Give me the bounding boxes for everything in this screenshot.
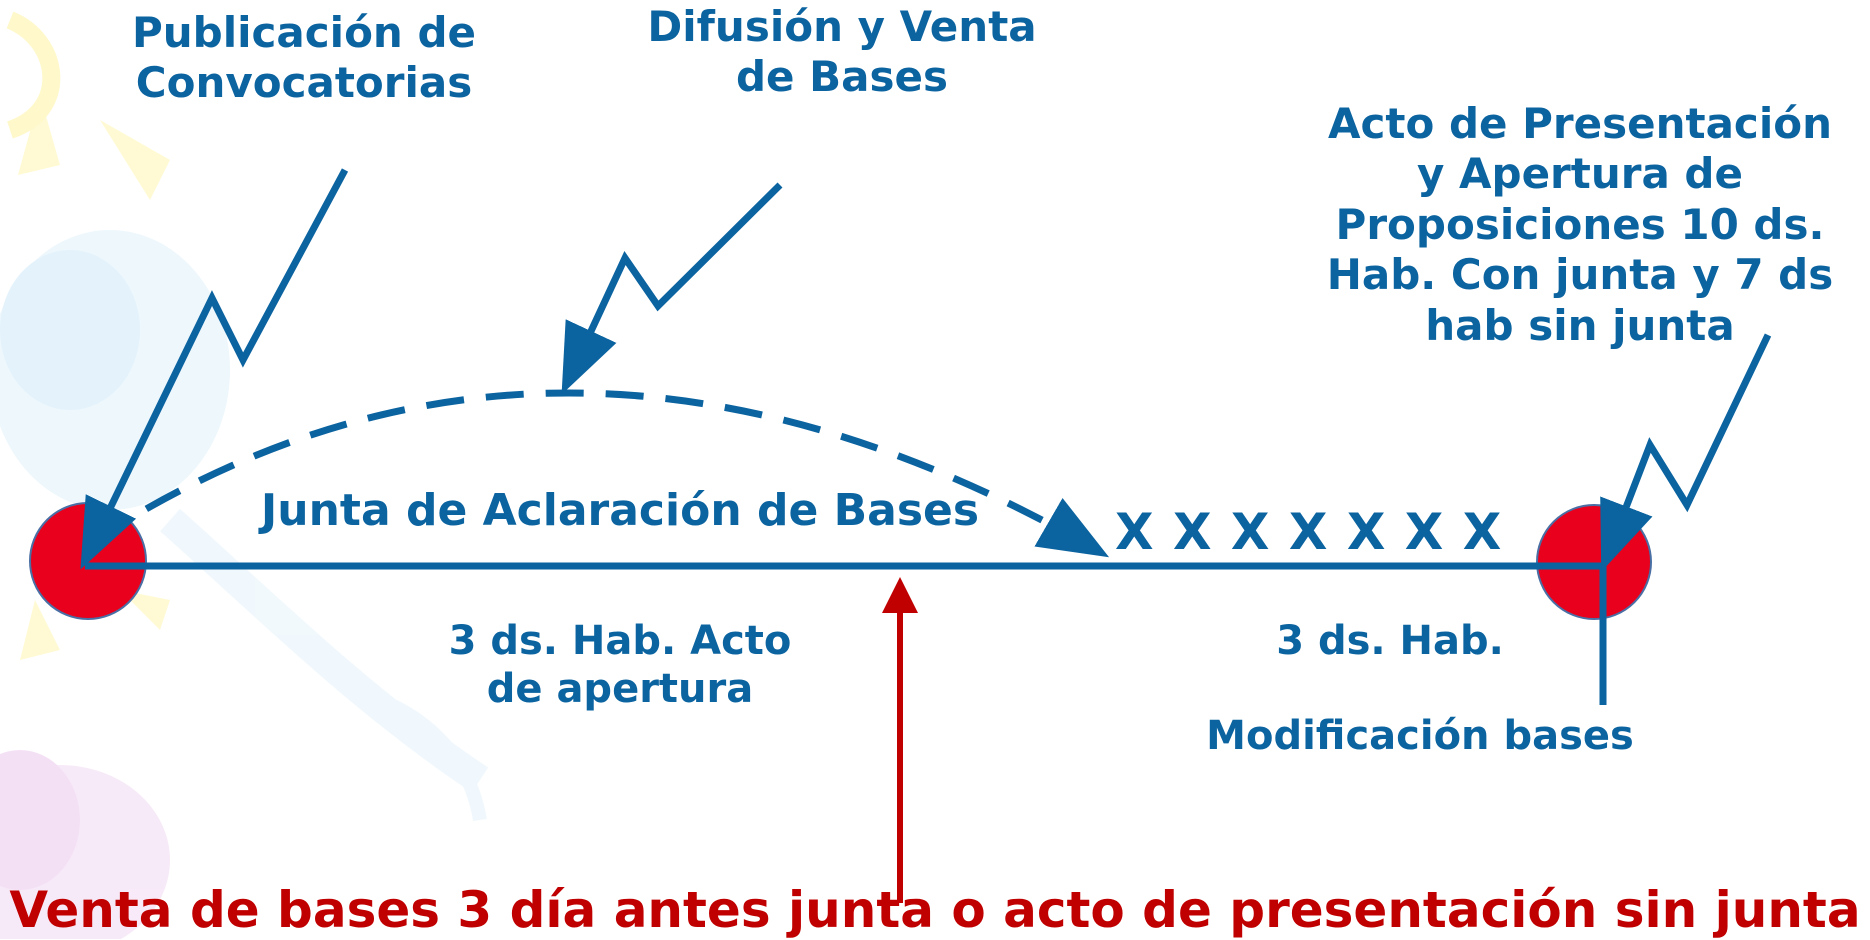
junta-aclaracion-label: Junta de Aclaración de Bases bbox=[260, 485, 980, 536]
acto-line-3: Proposiciones 10 ds. bbox=[1335, 199, 1825, 249]
background-cloud bbox=[0, 250, 140, 410]
acto-line-4: Hab. Con junta y 7 ds bbox=[1326, 250, 1834, 300]
acto-presentacion-label: Acto de Presentación y Apertura de Propo… bbox=[1290, 99, 1870, 351]
acto-line-1: Acto de Presentación bbox=[1328, 99, 1832, 148]
background-swirl bbox=[377, 693, 487, 822]
difusion-line-1: Difusión y Venta bbox=[647, 2, 1037, 51]
publicacion-line-2: Convocatorias bbox=[135, 58, 473, 108]
difusion-line-2: de Bases bbox=[735, 52, 948, 102]
background-cloud bbox=[0, 750, 80, 890]
venta-bases-label: Venta de bases 3 día antes junta o acto … bbox=[9, 881, 1861, 939]
background-sun-ray bbox=[100, 120, 170, 200]
tres-ds-hab-label: 3 ds. Hab. bbox=[1276, 618, 1504, 664]
modificacion-bases-label: Modificación bases bbox=[1206, 713, 1634, 759]
background-swirl bbox=[6, 11, 61, 139]
acto-line-5: hab sin junta bbox=[1425, 300, 1735, 350]
x-marks-label: X X X X X X X bbox=[1115, 503, 1503, 561]
tres-ds-acto-line-2: de apertura bbox=[486, 666, 754, 712]
acto-zigzag-arrow bbox=[1600, 333, 1772, 572]
publicacion-line-1: Publicación de bbox=[132, 8, 476, 57]
publicacion-zigzag-arrow bbox=[80, 168, 349, 570]
background-sun-ray bbox=[18, 95, 60, 175]
background-sun-ray bbox=[20, 600, 60, 660]
tres-ds-acto-line-1: 3 ds. Hab. Acto bbox=[448, 618, 792, 664]
publicacion-convocatorias-label: Publicación de Convocatorias bbox=[94, 8, 514, 109]
tres-ds-acto-apertura-label: 3 ds. Hab. Acto de apertura bbox=[400, 617, 840, 713]
difusion-zigzag-arrow bbox=[561, 182, 783, 395]
background-swirl bbox=[160, 508, 489, 793]
end-marker bbox=[1536, 504, 1652, 620]
acto-line-2: y Apertura de bbox=[1417, 149, 1743, 199]
background-sun-ray bbox=[120, 590, 170, 630]
difusion-venta-bases-label: Difusión y Venta de Bases bbox=[612, 2, 1072, 103]
